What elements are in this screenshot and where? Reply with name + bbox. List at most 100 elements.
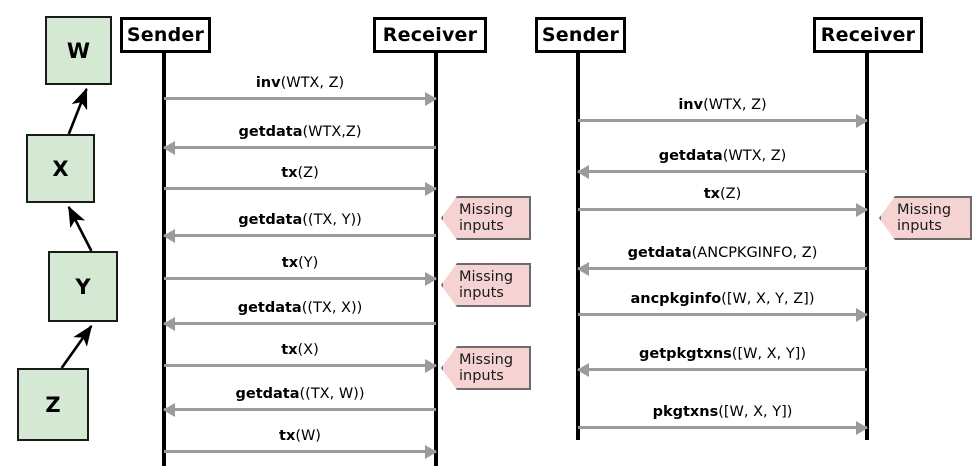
arrow-shaft bbox=[578, 426, 867, 429]
message-command: getdata bbox=[238, 212, 303, 229]
lifeline-receiver bbox=[434, 53, 438, 466]
message-label: pkgtxns([W, X, Y]) bbox=[578, 404, 867, 421]
message-command: pkgtxns bbox=[652, 404, 719, 421]
callout-line-1: Missing bbox=[459, 351, 514, 368]
message-arrow: getdata(WTX, Z) bbox=[577, 148, 867, 179]
arrow-shaft bbox=[578, 368, 867, 371]
message-command: tx bbox=[279, 428, 296, 445]
message-arrow: getdata(ANCPKGINFO, Z) bbox=[577, 245, 867, 276]
message-arrow: tx(Z) bbox=[578, 186, 868, 217]
message-args: (WTX, Z) bbox=[722, 148, 787, 165]
tx-node-label: W bbox=[66, 38, 91, 63]
message-command: getdata bbox=[237, 300, 302, 317]
lifeline-receiver bbox=[865, 53, 869, 440]
message-command: inv bbox=[255, 75, 281, 92]
message-arrow: ancpkginfo([W, X, Y, Z]) bbox=[578, 291, 868, 322]
actor-box-receiver: Receiver bbox=[813, 17, 923, 53]
arrow-head-icon bbox=[856, 308, 868, 322]
actor-box-receiver: Receiver bbox=[373, 17, 487, 53]
tx-edge-z-to-y bbox=[60, 324, 93, 369]
callout-line-1: Missing bbox=[897, 201, 952, 218]
message-args: ([W, X, Y]) bbox=[731, 346, 806, 363]
arrow-head-icon bbox=[163, 317, 175, 331]
message-label: tx(Z) bbox=[578, 186, 867, 203]
callout-line-2: inputs bbox=[897, 218, 942, 234]
arrow-shaft bbox=[164, 187, 436, 190]
message-command: getdata bbox=[238, 124, 303, 141]
message-arrow: getdata(WTX,Z) bbox=[163, 124, 436, 155]
arrow-shaft bbox=[164, 234, 436, 237]
message-label: ancpkginfo([W, X, Y, Z]) bbox=[578, 291, 867, 308]
arrow-head-icon bbox=[425, 445, 437, 459]
arrow-head-icon bbox=[856, 203, 868, 217]
message-args: (Z) bbox=[297, 165, 319, 182]
message-args: (W) bbox=[295, 428, 321, 445]
tx-node-label: X bbox=[52, 156, 69, 181]
message-command: getpkgtxns bbox=[639, 346, 732, 363]
message-label: getpkgtxns([W, X, Y]) bbox=[578, 346, 867, 363]
arrow-head-icon bbox=[425, 92, 437, 106]
tx-node-label: Z bbox=[45, 392, 61, 417]
message-arrow: getdata((TX, X)) bbox=[163, 300, 436, 331]
arrow-shaft bbox=[164, 408, 436, 411]
message-command: tx bbox=[703, 186, 721, 203]
arrow-head-icon bbox=[425, 359, 437, 373]
message-command: getdata bbox=[658, 148, 723, 165]
callout-line-1: Missing bbox=[459, 201, 514, 218]
message-label: getdata((TX, Y)) bbox=[164, 212, 436, 229]
arrow-shaft bbox=[578, 208, 867, 211]
message-label: getdata(WTX,Z) bbox=[164, 124, 436, 141]
arrow-head-icon bbox=[163, 229, 175, 243]
arrow-shaft bbox=[578, 267, 867, 270]
message-command: tx bbox=[281, 342, 298, 359]
tx-node-label: Y bbox=[75, 274, 91, 299]
message-args: (WTX, Z) bbox=[280, 75, 345, 92]
tx-edge-x-to-w bbox=[67, 87, 88, 135]
message-arrow: getdata((TX, Y)) bbox=[163, 212, 436, 243]
actor-box-sender: Sender bbox=[535, 17, 626, 53]
callout-line-1: Missing bbox=[459, 268, 514, 285]
message-command: tx bbox=[281, 165, 298, 182]
message-args: (WTX,Z) bbox=[302, 124, 362, 141]
actor-label: Sender bbox=[126, 24, 205, 46]
message-label: tx(X) bbox=[164, 342, 436, 359]
message-arrow: inv(WTX, Z) bbox=[578, 97, 868, 128]
message-arrow: getpkgtxns([W, X, Y]) bbox=[577, 346, 867, 377]
message-args: ((TX, W)) bbox=[299, 386, 365, 403]
tx-edge-y-to-x bbox=[67, 205, 93, 252]
tx-node-y: Y bbox=[48, 251, 118, 322]
arrow-head-icon bbox=[163, 141, 175, 155]
tx-node-x: X bbox=[26, 134, 95, 203]
message-arrow: tx(X) bbox=[164, 342, 437, 373]
message-label: tx(Y) bbox=[164, 255, 436, 272]
actor-box-sender: Sender bbox=[120, 17, 211, 53]
callout-line-2: inputs bbox=[459, 218, 504, 234]
arrow-head-icon bbox=[856, 421, 868, 435]
message-args: (X) bbox=[297, 342, 319, 359]
arrow-shaft bbox=[578, 170, 867, 173]
callout-line-2: inputs bbox=[459, 285, 504, 301]
message-arrow: tx(W) bbox=[164, 428, 437, 459]
arrow-head-icon bbox=[856, 114, 868, 128]
message-command: ancpkginfo bbox=[630, 291, 722, 308]
actor-label: Receiver bbox=[382, 24, 478, 46]
message-label: inv(WTX, Z) bbox=[578, 97, 867, 114]
arrow-shaft bbox=[164, 364, 436, 367]
actor-label: Receiver bbox=[820, 24, 916, 46]
arrow-shaft bbox=[164, 97, 436, 100]
arrow-head-icon bbox=[577, 262, 589, 276]
tx-node-z: Z bbox=[17, 368, 89, 441]
message-label: getdata(ANCPKGINFO, Z) bbox=[578, 245, 867, 262]
arrow-shaft bbox=[578, 313, 867, 316]
arrow-head-icon bbox=[577, 165, 589, 179]
message-arrow: tx(Z) bbox=[164, 165, 437, 196]
message-args: (Y) bbox=[298, 255, 319, 272]
actor-label: Sender bbox=[541, 24, 620, 46]
message-args: ((TX, X)) bbox=[301, 300, 363, 317]
message-args: (WTX, Z) bbox=[703, 97, 767, 114]
message-label: getdata((TX, W)) bbox=[164, 386, 436, 403]
message-label: getdata((TX, X)) bbox=[164, 300, 436, 317]
